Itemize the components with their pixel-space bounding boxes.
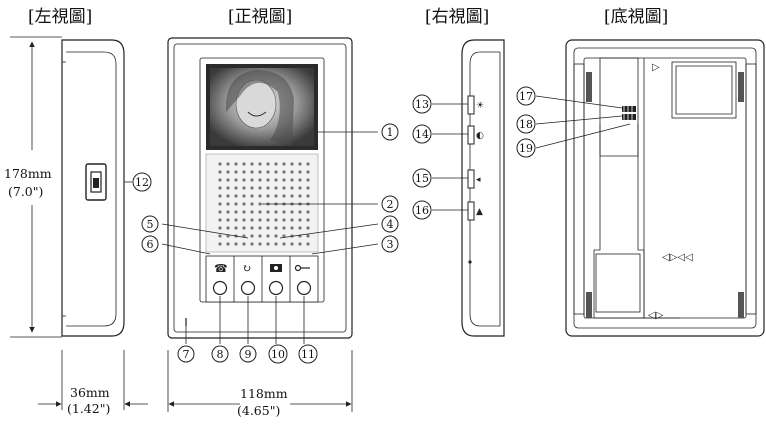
callout-5: 5 — [141, 215, 159, 233]
svg-text:10: 10 — [271, 348, 285, 361]
width-in-label: (4.65") — [237, 403, 280, 418]
depth-dimension: 36mm (1.42") — [38, 350, 148, 416]
right-view-title: [右視圖] — [425, 7, 489, 27]
svg-text:13: 13 — [415, 98, 429, 111]
refresh-icon: ↻ — [242, 262, 251, 275]
svg-text:14: 14 — [415, 128, 429, 141]
svg-text:5: 5 — [147, 218, 154, 231]
svg-text:3: 3 — [387, 238, 394, 251]
back-view: ◁▷◁◁ ▷ ◁▷ — [565, 39, 765, 337]
svg-text:15: 15 — [415, 172, 429, 185]
svg-text:17: 17 — [519, 90, 533, 103]
callout-7: 7 — [177, 345, 195, 363]
svg-text:7: 7 — [183, 348, 190, 361]
height-mm-label: 178mm — [4, 166, 52, 181]
unlock-button[interactable] — [294, 264, 312, 296]
key-icon — [294, 264, 310, 272]
callout-19: 19 — [516, 138, 536, 158]
callout-11: 11 — [298, 344, 318, 364]
depth-in-label: (1.42") — [67, 401, 110, 416]
leader-lines — [124, 95, 631, 344]
svg-text:1: 1 — [387, 126, 394, 139]
svg-text:12: 12 — [135, 176, 149, 189]
svg-text:11: 11 — [301, 348, 315, 361]
callout-18: 18 — [516, 114, 536, 134]
svg-text:◁▷◁◁: ◁▷◁◁ — [662, 252, 693, 263]
callout-13: 13 — [412, 94, 432, 114]
svg-text:9: 9 — [245, 348, 252, 361]
svg-text:16: 16 — [415, 204, 429, 217]
left-view-title: [左視圖] — [28, 7, 92, 27]
callout-9: 9 — [239, 345, 257, 363]
snapshot-button[interactable] — [268, 264, 284, 296]
height-in-label: (7.0") — [8, 184, 43, 199]
svg-text:▷: ▷ — [652, 62, 660, 73]
bell-icon: ▲ — [476, 207, 483, 217]
right-side-view: ☀ ◐ ◂ ▲ — [461, 39, 505, 337]
front-view: ☎ ↻ — [167, 37, 353, 339]
depth-mm-label: 36mm — [70, 385, 110, 400]
svg-text:4: 4 — [387, 218, 394, 231]
callout-2: 2 — [381, 195, 399, 213]
talk-button[interactable]: ☎ — [212, 262, 228, 296]
callout-4: 4 — [381, 215, 399, 233]
callout-10: 10 — [268, 344, 288, 364]
svg-text:◁▷: ◁▷ — [648, 310, 664, 321]
monitor-button[interactable]: ↻ — [240, 262, 256, 296]
left-side-view — [61, 39, 125, 337]
terminal-block — [622, 106, 636, 120]
callout-3: 3 — [381, 235, 399, 253]
front-view-title: [正視圖] — [228, 7, 292, 27]
callout-14: 14 — [412, 124, 432, 144]
callout-17: 17 — [516, 86, 536, 106]
callout-16: 16 — [412, 200, 432, 220]
width-dimension: 118mm (4.65") — [167, 350, 353, 418]
width-mm-label: 118mm — [240, 386, 288, 401]
callout-1: 1 — [381, 123, 399, 141]
callout-6: 6 — [141, 235, 159, 253]
svg-text:2: 2 — [387, 198, 394, 211]
brightness-icon: ☀ — [476, 101, 484, 111]
svg-text:6: 6 — [147, 238, 154, 251]
callout-8: 8 — [211, 345, 229, 363]
svg-text:18: 18 — [519, 118, 533, 131]
height-dimension: 178mm (7.0") — [4, 36, 62, 338]
svg-text:19: 19 — [519, 142, 533, 155]
contrast-icon: ◐ — [476, 131, 484, 141]
callout-12: 12 — [132, 172, 152, 192]
callout-15: 15 — [412, 168, 432, 188]
handset-icon: ☎ — [214, 262, 228, 275]
speaker-icon: ◂ — [476, 175, 481, 185]
svg-text:8: 8 — [217, 348, 224, 361]
bottom-view-title: [底視圖] — [604, 7, 668, 27]
